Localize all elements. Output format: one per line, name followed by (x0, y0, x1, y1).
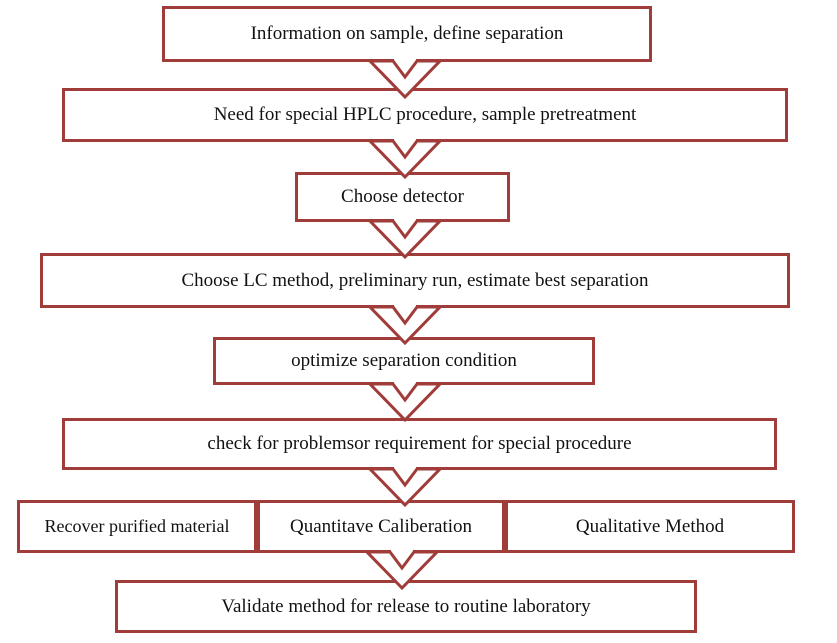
flow-node-label: Need for special HPLC procedure, sample … (213, 104, 637, 126)
down-arrow-icon (367, 467, 443, 507)
down-arrow-icon (367, 305, 443, 345)
flow-node-qualitative-method: Qualitative Method (505, 500, 795, 553)
flow-node-label: Quantitave Caliberation (289, 515, 473, 537)
down-arrow-icon (367, 59, 443, 99)
down-arrow-icon (367, 139, 443, 179)
down-arrow-icon (367, 382, 443, 422)
down-arrow-icon (364, 550, 440, 590)
flow-node-choose-lc-method: Choose LC method, preliminary run, estim… (40, 253, 790, 308)
flow-node-check-for-problems: check for problemsor requirement for spe… (62, 418, 777, 470)
flow-node-label: Recover purified material (44, 516, 230, 537)
flow-node-label: optimize separation condition (291, 350, 517, 372)
flow-node-choose-detector: Choose detector (295, 172, 510, 222)
down-arrow-icon (367, 219, 443, 259)
flow-node-label: Choose LC method, preliminary run, estim… (181, 269, 649, 291)
flow-node-label: Information on sample, define separation (250, 23, 564, 45)
flow-node-label: Choose detector (341, 186, 464, 208)
flow-node-label: Qualitative Method (575, 515, 725, 537)
flow-node-information-sample: Information on sample, define separation (162, 6, 652, 62)
flow-node-quantitative-calibration: Quantitave Caliberation (257, 500, 505, 553)
flow-node-label: Validate method for release to routine l… (221, 595, 591, 617)
flow-node-validate-method: Validate method for release to routine l… (115, 580, 697, 633)
flow-node-label: check for problemsor requirement for spe… (207, 433, 632, 455)
flow-node-special-hplc-procedure: Need for special HPLC procedure, sample … (62, 88, 788, 142)
flow-node-recover-purified-material: Recover purified material (17, 500, 257, 553)
